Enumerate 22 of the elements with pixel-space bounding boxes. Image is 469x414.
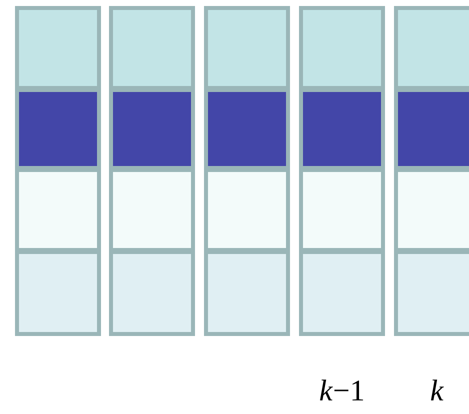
grid-cell — [109, 6, 195, 90]
grid-cell — [299, 6, 385, 90]
grid-cell — [394, 88, 469, 170]
grid-cell — [394, 168, 469, 252]
grid-cell — [15, 168, 101, 252]
grid-cell — [394, 6, 469, 90]
grid-cell — [109, 88, 195, 170]
grid-cell — [394, 250, 469, 336]
column-label: k−1 — [320, 380, 364, 400]
grid-cell — [15, 88, 101, 170]
grid-cell — [204, 88, 290, 170]
column-label: k — [430, 380, 444, 400]
grid-cell — [299, 168, 385, 252]
grid-cell — [204, 168, 290, 252]
grid-cell — [109, 168, 195, 252]
grid-cell — [299, 250, 385, 336]
grid-cell — [15, 6, 101, 90]
grid-cell — [15, 250, 101, 336]
grid-cell — [204, 6, 290, 90]
grid-cell — [204, 250, 290, 336]
grid-cell — [299, 88, 385, 170]
grid-cell — [109, 250, 195, 336]
